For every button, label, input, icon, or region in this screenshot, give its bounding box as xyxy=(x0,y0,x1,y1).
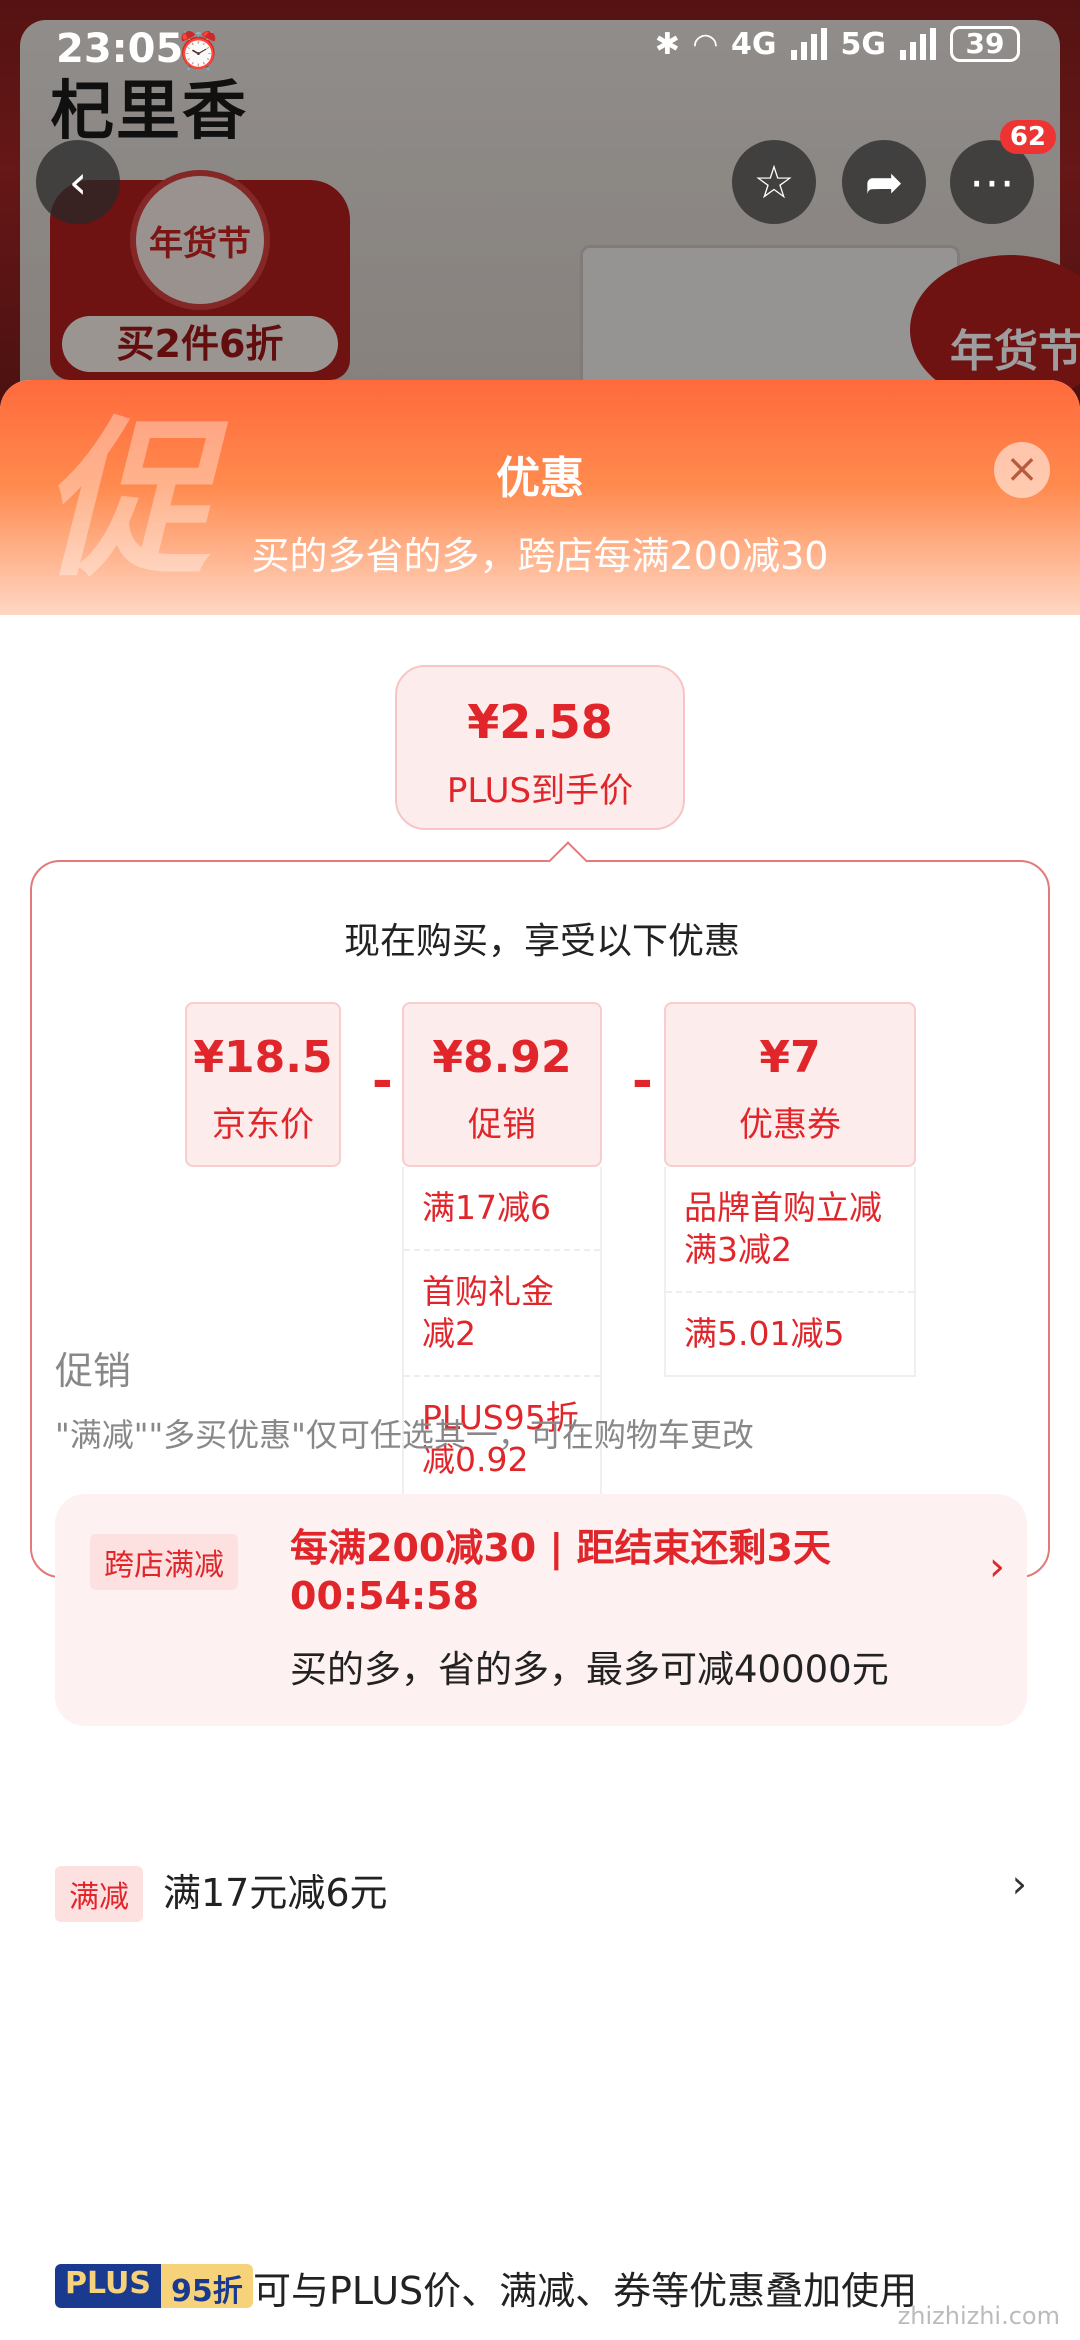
favorite-button[interactable]: ☆ xyxy=(732,140,816,224)
badge-circle: 年货节 xyxy=(130,170,270,310)
message-count-badge: 62 xyxy=(999,120,1056,154)
card-notch xyxy=(548,841,588,881)
sheet-title: 优惠 xyxy=(496,453,584,504)
close-button[interactable]: × xyxy=(994,442,1050,498)
jd-price-value: ¥18.5 xyxy=(193,1032,333,1083)
breakdown-title: 现在购买，享受以下优惠 xyxy=(343,921,740,962)
brand-logo: 杞里香 xyxy=(50,74,248,149)
more-button[interactable]: ⋯ 62 xyxy=(950,120,1056,224)
jd-price-label: 京东价 xyxy=(212,1105,314,1145)
discount-sheet: 促 优惠 买的多省的多，跨店每满200减30 × ¥2.58 PLUS到手价 现… xyxy=(0,380,1080,2340)
status-bar: 23:05 ⏰ ✱ ◠ 4G 5G 39 xyxy=(0,0,1080,104)
manjian-tag: 满减 xyxy=(55,1866,143,1922)
price-breakdown-card: 现在购买，享受以下优惠 ¥18.5 京东价 - ¥8.92 促销 满17减6 首… xyxy=(30,841,1050,1578)
cross-store-desc: 买的多，省的多，最多可减40000元 xyxy=(290,1648,889,1691)
plus-tag-label: PLUS xyxy=(55,2264,162,2308)
promo-detail-item: 首购礼金减2 xyxy=(404,1251,600,1377)
plus-price-amount: ¥2.58 xyxy=(467,695,613,749)
plus-discount-tag: PLUS 95折 xyxy=(55,2264,253,2308)
signal-icon-2 xyxy=(900,28,936,60)
close-icon: × xyxy=(1005,446,1039,492)
plus-price-pill: ¥2.58 PLUS到手价 xyxy=(395,665,685,830)
share-button[interactable]: ➦ xyxy=(842,140,926,224)
manjian-row[interactable]: 满减 满17元减6元 › xyxy=(55,1862,1027,1922)
more-icon: ⋯ xyxy=(969,155,1015,209)
signal-icon xyxy=(790,28,827,60)
status-time: 23:05 xyxy=(56,26,184,72)
promotions-section-title: 促销 xyxy=(55,1349,132,1393)
minus-sign: - xyxy=(372,1052,393,1110)
cross-store-promo[interactable]: 跨店满减 每满200减30 | 距结束还剩3天00:54:58 买的多，省的多，… xyxy=(55,1494,1027,1726)
promo-value: ¥8.92 xyxy=(432,1032,572,1083)
promo-detail-item: 满17减6 xyxy=(404,1167,600,1251)
cross-store-tag: 跨店满减 xyxy=(90,1534,238,1590)
network-4g: 4G xyxy=(731,26,777,62)
plus-discount-row[interactable]: PLUS 95折 可与PLUS价、满减、券等优惠叠加使用 xyxy=(55,2260,1055,2320)
alarm-icon: ⏰ xyxy=(176,31,221,72)
promo-box: ¥8.92 促销 xyxy=(402,1002,602,1167)
site-watermark: zhizhizhi.com xyxy=(897,2302,1060,2330)
chevron-right-icon: › xyxy=(1011,1862,1027,1906)
promotions-note: "满减""多买优惠"仅可任选其一，可在购物车更改 xyxy=(55,1416,754,1454)
share-icon: ➦ xyxy=(864,155,904,209)
back-button[interactable]: ‹ xyxy=(36,140,120,224)
coupon-detail-item: 品牌首购立减满3减2 xyxy=(666,1167,914,1293)
coupon-detail-list: 品牌首购立减满3减2 满5.01减5 xyxy=(664,1167,916,1377)
wifi-icon: ◠ xyxy=(693,26,717,62)
status-right: ✱ ◠ 4G 5G 39 xyxy=(655,26,1020,62)
cross-store-main: 每满200减30 | 距结束还剩3天00:54:58 xyxy=(290,1526,831,1618)
plus-tag-discount: 95折 xyxy=(161,2264,253,2308)
coupon-box: ¥7 优惠券 xyxy=(664,1002,916,1167)
sheet-header: 促 优惠 买的多省的多，跨店每满200减30 × xyxy=(0,380,1080,615)
minus-sign: - xyxy=(632,1052,653,1110)
badge-label: 买2件6折 xyxy=(62,316,338,372)
promo-label: 促销 xyxy=(468,1105,536,1145)
jd-price-box: ¥18.5 京东价 xyxy=(185,1002,341,1167)
plus-price-label: PLUS到手价 xyxy=(446,771,634,811)
battery-icon: 39 xyxy=(950,26,1020,62)
coupon-value: ¥7 xyxy=(759,1032,821,1083)
manjian-text: 满17元减6元 xyxy=(163,1871,388,1915)
sheet-subtitle: 买的多省的多，跨店每满200减30 xyxy=(251,534,829,578)
network-5g: 5G xyxy=(840,26,887,62)
star-icon: ☆ xyxy=(753,155,795,209)
plus-discount-text: 可与PLUS价、满减、券等优惠叠加使用 xyxy=(253,2269,918,2313)
promo-watermark: 促 xyxy=(40,400,211,600)
promo-detail-item: PLUS95折减0.92 xyxy=(422,1398,579,1479)
coupon-label: 优惠券 xyxy=(739,1105,841,1145)
bluetooth-icon: ✱ xyxy=(654,26,680,62)
promo-detail-list: 满17减6 首购礼金减2 PLUS95折减0.92 xyxy=(402,1167,602,1503)
chevron-right-icon: › xyxy=(989,1544,1005,1590)
chevron-left-icon: ‹ xyxy=(68,155,88,209)
coupon-detail-item: 满5.01减5 xyxy=(684,1314,845,1353)
